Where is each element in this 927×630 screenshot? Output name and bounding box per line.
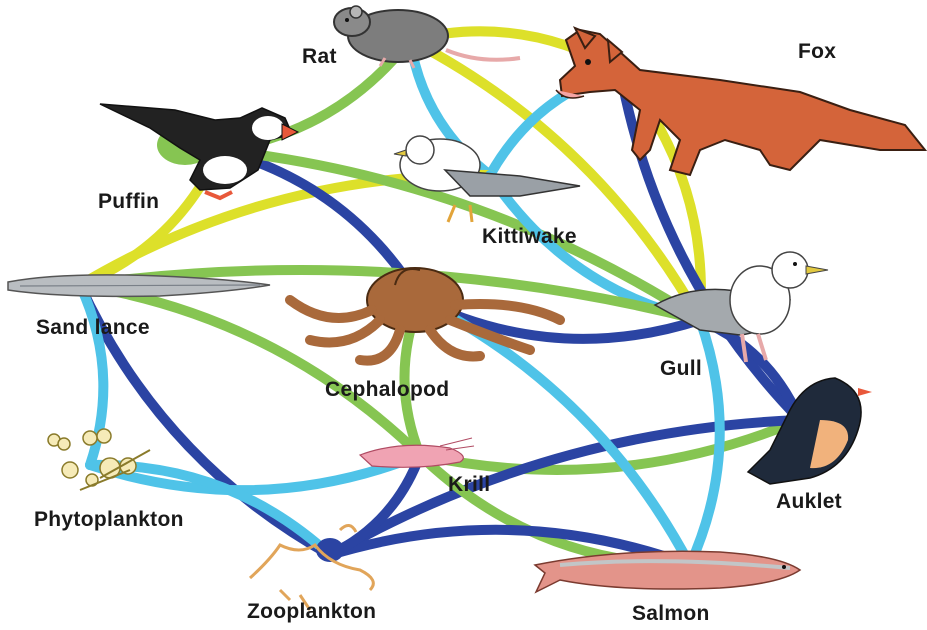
label-zooplankton: Zooplankton <box>247 600 376 624</box>
fox-icon <box>556 28 925 175</box>
label-krill: Krill <box>448 473 490 497</box>
label-cephalopod: Cephalopod <box>325 378 449 402</box>
label-salmon: Salmon <box>632 602 710 626</box>
label-auklet: Auklet <box>776 490 842 514</box>
rat-icon <box>334 6 520 68</box>
puffin-icon <box>100 104 298 198</box>
label-sand-lance: Sand lance <box>36 316 150 340</box>
label-kittiwake: Kittiwake <box>482 225 577 249</box>
label-rat: Rat <box>302 45 337 69</box>
label-puffin: Puffin <box>98 190 159 214</box>
salmon-icon <box>535 551 800 592</box>
label-phytoplankton: Phytoplankton <box>34 508 184 532</box>
sand-lance-icon <box>8 275 270 297</box>
label-fox: Fox <box>798 40 836 64</box>
label-gull: Gull <box>660 357 702 381</box>
